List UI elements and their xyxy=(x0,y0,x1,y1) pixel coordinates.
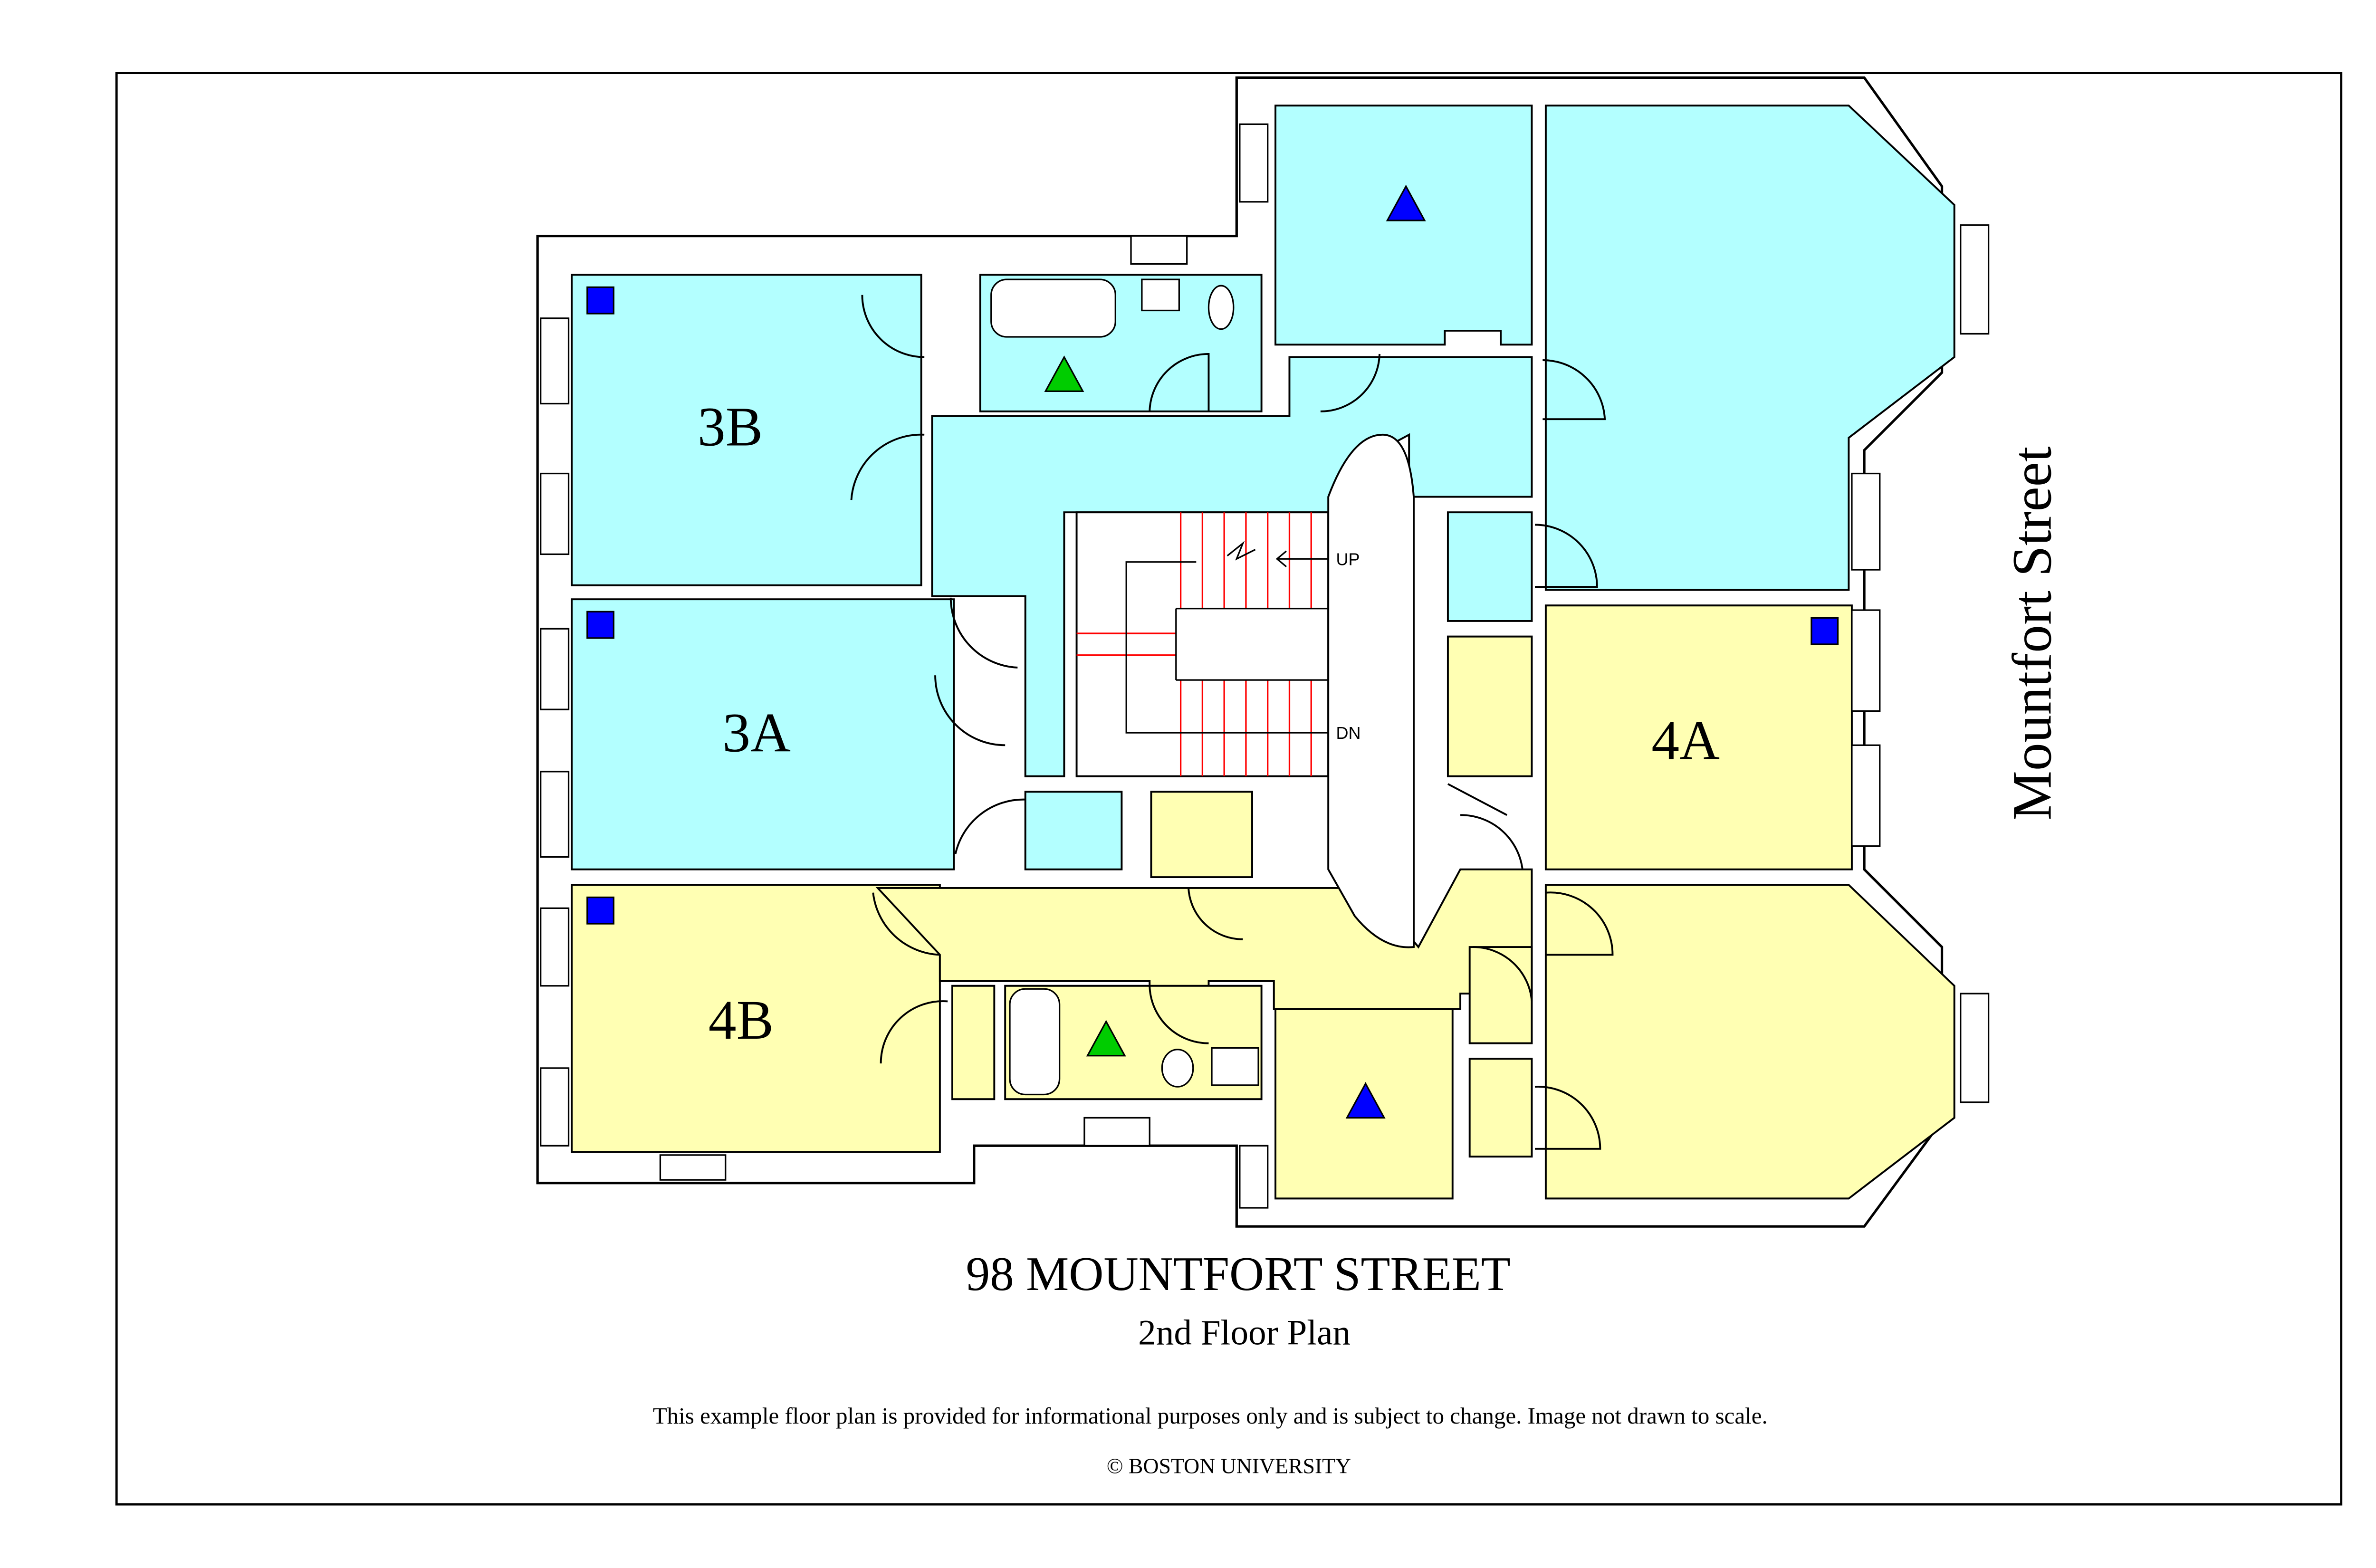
closet-4a xyxy=(1447,635,1533,777)
green-triangle-icon xyxy=(1086,1020,1126,1057)
plan-title: 98 MOUNTFORT STREET xyxy=(966,1247,1511,1300)
plan-subtitle: 2nd Floor Plan xyxy=(1138,1313,1351,1353)
room-top-right xyxy=(1544,105,1955,591)
square-marker-icon xyxy=(586,286,614,315)
disclaimer: This example floor plan is provided for … xyxy=(653,1403,1768,1429)
bathtub-3-icon xyxy=(990,278,1116,338)
stairs-up-label: UP xyxy=(1336,549,1360,569)
room-3b xyxy=(571,274,922,586)
stairwell: UP DN xyxy=(1075,433,1415,948)
room-4b xyxy=(571,884,941,1153)
square-marker-icon xyxy=(586,611,614,639)
room-3a xyxy=(571,598,955,870)
toilet-3-icon xyxy=(1207,285,1235,330)
green-triangle-icon xyxy=(1044,355,1084,392)
fixtures xyxy=(990,278,1259,1096)
room-bottom-right xyxy=(1544,884,1955,1200)
page-border xyxy=(115,72,2343,1506)
blue-triangle-icon xyxy=(1345,1082,1386,1119)
unit-label-4b: 4B xyxy=(709,989,774,1051)
street-label: Mountfort Street xyxy=(2001,446,2063,820)
blue-triangle-icon xyxy=(1386,184,1426,221)
room-4a xyxy=(1544,604,1853,870)
markers xyxy=(586,184,1839,1119)
closet-bottom-right-2 xyxy=(1468,1058,1533,1158)
closet-4b xyxy=(951,985,996,1100)
bathroom-4 xyxy=(1004,985,1263,1100)
sink-4-icon xyxy=(1211,1047,1259,1086)
room-top-middle xyxy=(1274,105,1533,346)
closet-kitchen xyxy=(1150,791,1253,878)
unit-3-areas xyxy=(571,105,1955,870)
closet-right xyxy=(1447,511,1533,622)
square-marker-icon xyxy=(1811,617,1839,645)
unit-label-3a: 3A xyxy=(722,702,791,764)
closet-bottom-right-1 xyxy=(1468,946,1533,1044)
copyright: © BOSTON UNIVERSITY xyxy=(1107,1454,1351,1478)
sink-3-icon xyxy=(1141,278,1180,312)
square-marker-icon xyxy=(586,896,614,925)
toilet-4-icon xyxy=(1161,1049,1194,1088)
unit-label-3b: 3B xyxy=(698,396,763,458)
closet-3a xyxy=(1024,791,1123,870)
stairs-down-label: DN xyxy=(1336,723,1361,743)
doors xyxy=(850,295,1614,1150)
bathtub-4-icon xyxy=(1009,988,1061,1096)
windows xyxy=(540,123,1990,1209)
unit-label-4a: 4A xyxy=(1651,710,1720,772)
building-outline xyxy=(536,76,1944,1228)
